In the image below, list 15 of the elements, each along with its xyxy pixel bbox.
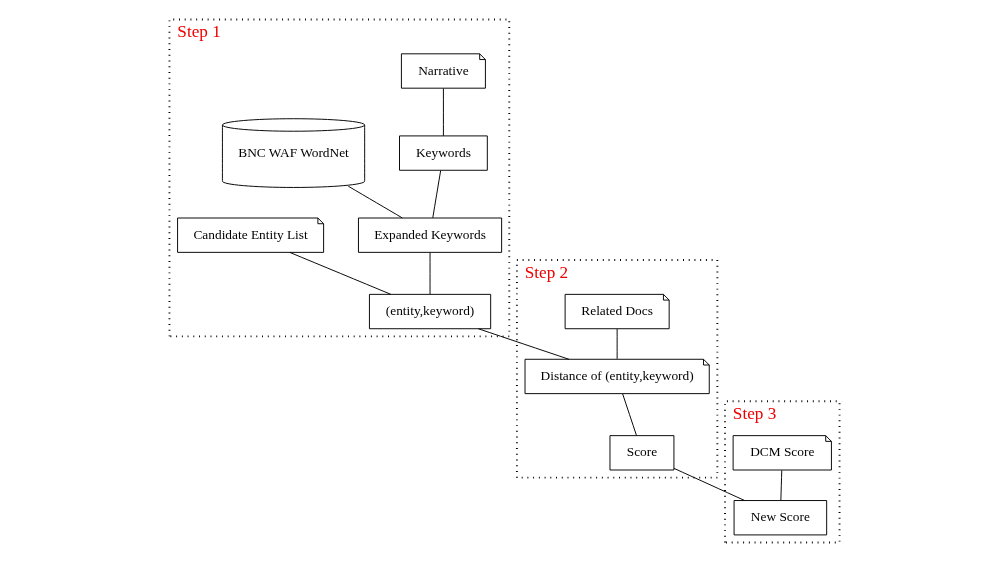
node-box: Keywords bbox=[398, 135, 488, 171]
connector bbox=[347, 185, 403, 219]
connector bbox=[477, 328, 569, 360]
node-box: New Score bbox=[733, 500, 827, 536]
connector bbox=[442, 88, 444, 137]
connector bbox=[431, 170, 441, 219]
node-box: (entity,keyword) bbox=[368, 293, 491, 330]
connector bbox=[779, 469, 782, 501]
connector bbox=[429, 252, 431, 295]
connector bbox=[621, 393, 637, 436]
node-box: Expanded Keywords bbox=[357, 217, 502, 253]
connector bbox=[616, 328, 618, 360]
connector bbox=[289, 252, 391, 295]
node-box: Score bbox=[609, 435, 674, 471]
connector bbox=[673, 467, 745, 501]
